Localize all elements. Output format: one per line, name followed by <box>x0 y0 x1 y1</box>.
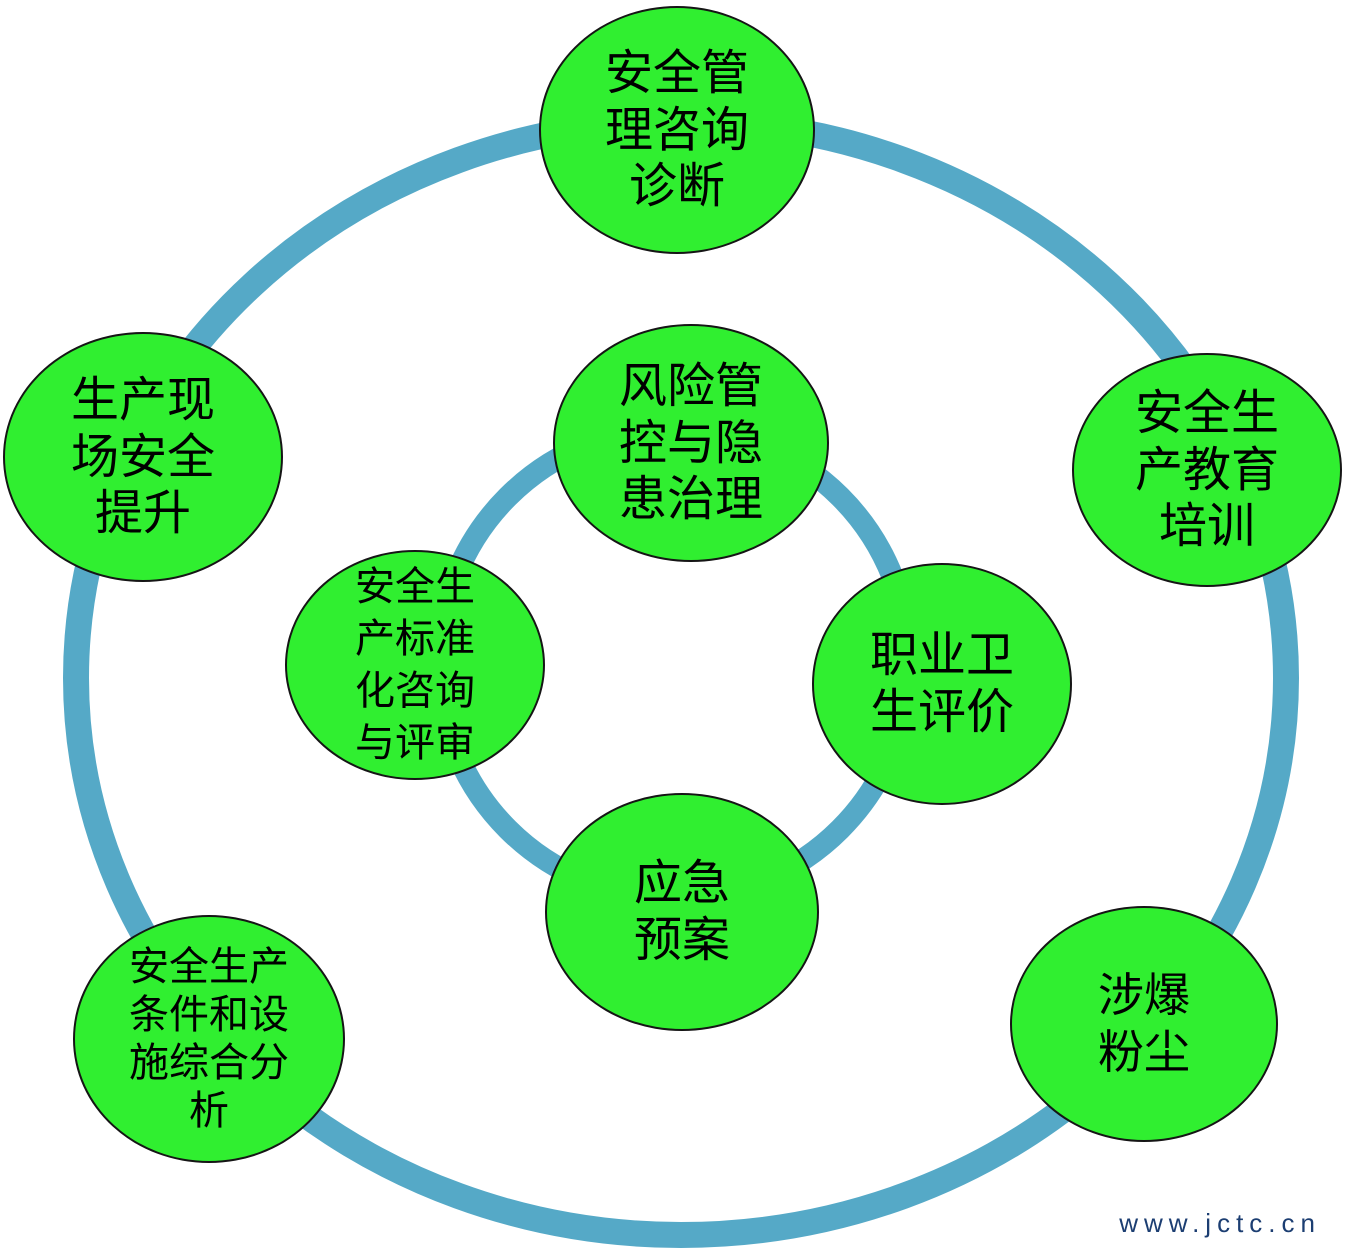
node-text-line: 与评审 <box>355 720 475 766</box>
node-risk-control-hidden-danger-treatment: 风险管 控与隐 患治理 <box>553 324 829 562</box>
node-production-site-safety-improvement: 生产现 场安全 提升 <box>3 332 283 582</box>
node-text-line: 粉尘 <box>1098 1025 1190 1079</box>
node-text-line: 化咨询 <box>355 668 475 714</box>
node-text-line: 涉爆 <box>1098 967 1190 1022</box>
node-text-line: 施综合分 <box>129 1040 289 1086</box>
node-text-line: 场安全 <box>70 428 215 485</box>
node-text-line: 理咨询 <box>604 101 749 158</box>
node-text-line: 控与隐 <box>618 414 763 471</box>
node-text-line: 职业卫 <box>869 627 1014 684</box>
node-safety-management-consulting-diagnosis: 安全管 理咨询 诊断 <box>539 6 815 254</box>
node-text-line: 应急 <box>633 855 730 912</box>
node-text-line: 安全生 <box>1134 385 1279 442</box>
node-work-safety-standardization-consulting-review: 安全生 产标准 化咨询 与评审 <box>285 550 545 780</box>
node-text-line: 风险管 <box>618 358 763 415</box>
node-text-line: 生评价 <box>869 684 1014 740</box>
node-text-line: 条件和设 <box>129 992 289 1038</box>
node-emergency-response-plan: 应急 预案 <box>545 793 819 1031</box>
node-text-line: 产标准 <box>355 616 475 662</box>
node-explosive-dust: 涉爆 粉尘 <box>1010 906 1278 1142</box>
node-occupational-health-evaluation: 职业卫 生评价 <box>812 563 1072 805</box>
node-text-line: 析 <box>189 1088 229 1134</box>
node-text-line: 安全生产 <box>129 944 289 990</box>
node-text-line: 安全管 <box>604 45 749 102</box>
node-work-safety-education-training: 安全生 产教育 培训 <box>1072 353 1342 587</box>
node-text-line: 生产现 <box>70 372 215 429</box>
node-text-line: 预案 <box>633 912 730 968</box>
node-text-line: 安全生 <box>355 564 475 610</box>
node-work-safety-conditions-facilities-comprehensive-analysis: 安全生产 条件和设 施综合分 析 <box>73 915 345 1163</box>
node-text-line: 产教育 <box>1134 441 1279 498</box>
node-text-line: 提升 <box>94 485 191 542</box>
node-text-line: 培训 <box>1158 498 1255 555</box>
node-text-line: 患治理 <box>618 471 763 528</box>
website-watermark: www.jctc.cn <box>1119 1208 1321 1238</box>
node-text-line: 诊断 <box>628 158 725 215</box>
